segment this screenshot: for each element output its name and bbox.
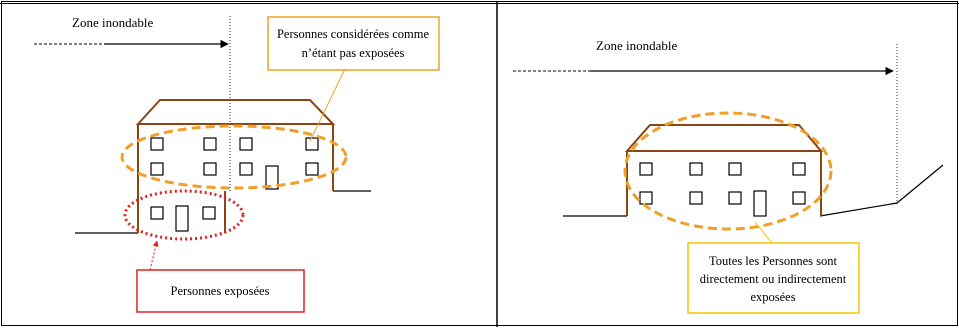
not-exposed-highlight: [120, 124, 348, 190]
exposed-pointer: [149, 240, 159, 271]
right-terrain: [819, 164, 944, 217]
left-basement-windows: [150, 205, 216, 232]
not-exposed-callout-line2: n’étant pas exposées: [302, 46, 405, 60]
exposed-callout-box: [136, 269, 305, 313]
right-windows: [639, 162, 806, 217]
all-exposed-callout-box: [687, 242, 860, 314]
left-zone-label: Zone inondable: [72, 15, 153, 30]
outer-frame: [1, 1, 958, 326]
all-exposed-callout-line3: exposées: [750, 290, 795, 304]
not-exposed-callout-line1: Personnes considérées comme: [277, 27, 429, 41]
exposed-callout-text: Personnes exposées: [171, 284, 270, 298]
all-exposed-callout-line2: directement ou indirectement: [700, 272, 847, 286]
all-exposed-pointer: [754, 221, 773, 244]
left-panel: Zone inondable: [34, 15, 440, 313]
not-exposed-pointer: [309, 68, 346, 142]
not-exposed-callout-box: [267, 16, 440, 71]
exposed-highlight: [123, 189, 245, 241]
right-building: [624, 124, 824, 216]
left-upper-windows: [150, 137, 319, 190]
right-zone-label: Zone inondable: [596, 38, 677, 53]
all-exposed-callout-line1: Toutes les Personnes sont: [709, 254, 837, 268]
right-panel: Zone inondable Toute: [513, 38, 944, 314]
left-building: [135, 99, 336, 233]
all-exposed-highlight: [623, 111, 833, 231]
